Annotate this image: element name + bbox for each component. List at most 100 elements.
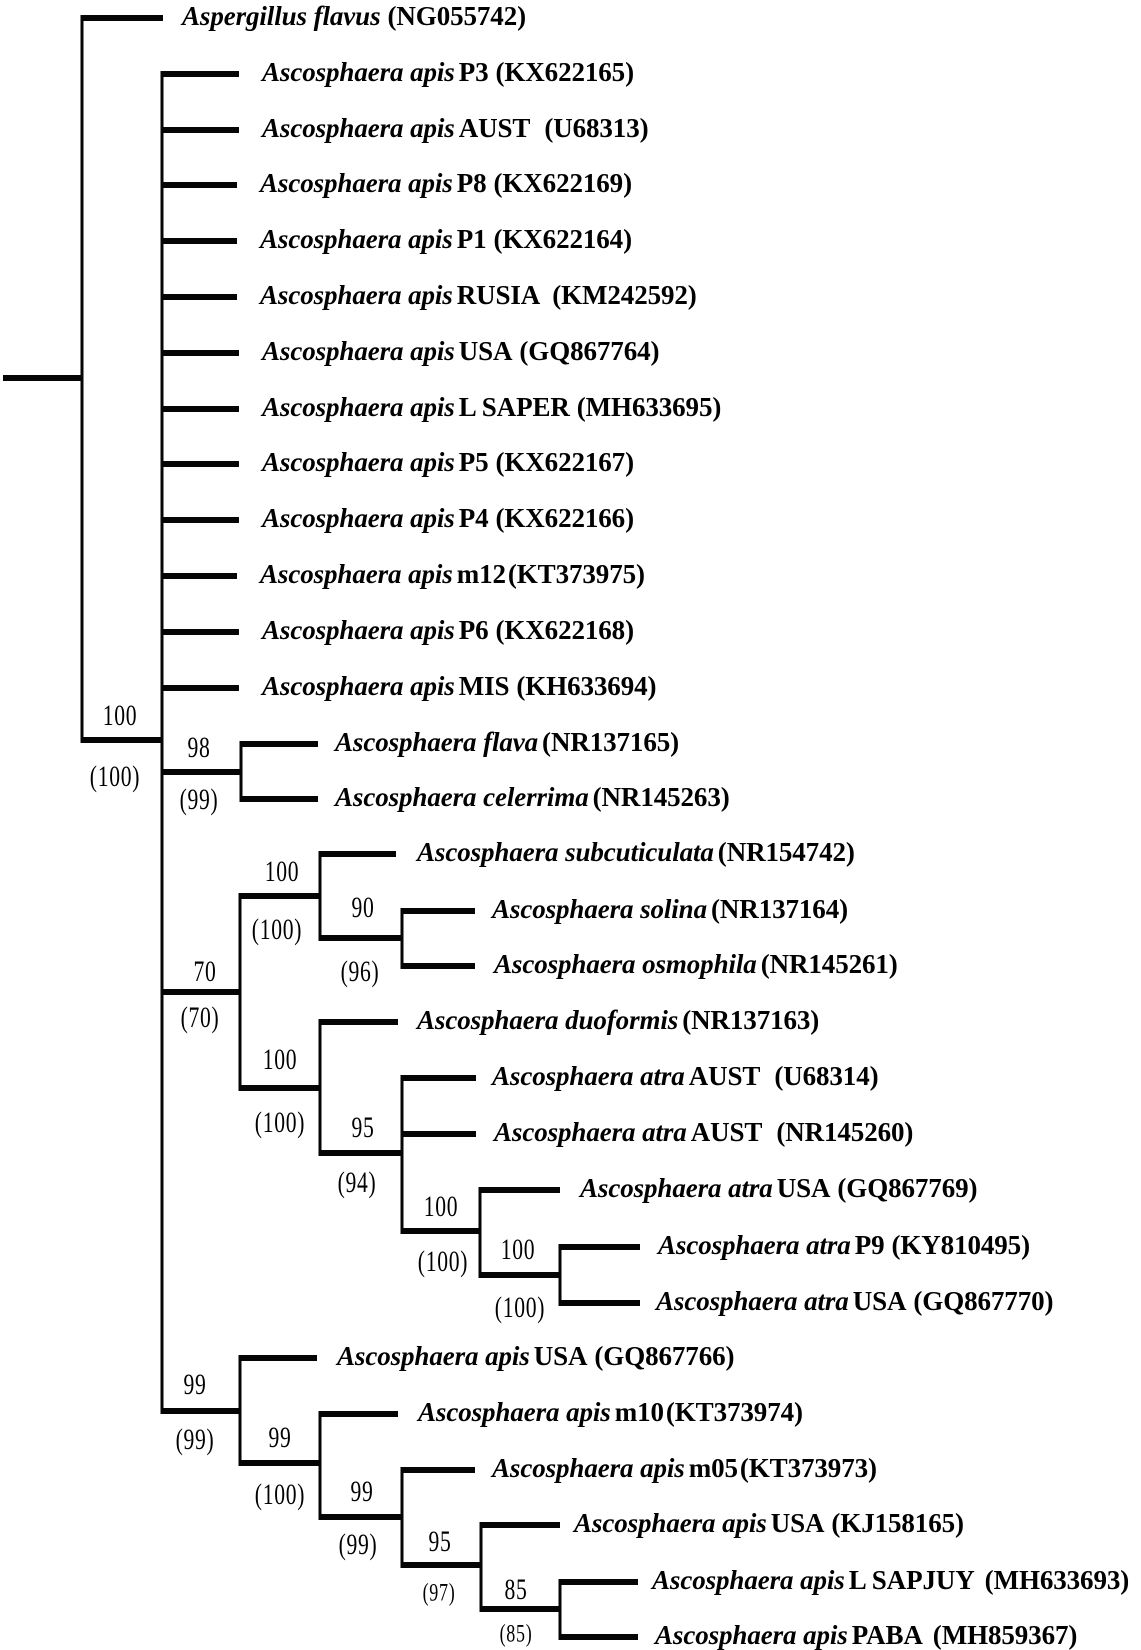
taxon-name: Ascosphaera apis	[337, 1340, 530, 1371]
accession: (NG055742)	[387, 0, 527, 31]
strain: PABA	[851, 1619, 923, 1650]
strain: AUST	[458, 112, 531, 143]
bootstrap-value: 95	[351, 1111, 375, 1144]
taxon-name: Ascosphaera apis	[260, 167, 453, 198]
accession: (KT373973)	[739, 1452, 877, 1483]
accession: (MH633695)	[576, 391, 722, 422]
strain: P5	[458, 446, 489, 477]
bootstrap-value-secondary: (99)	[179, 783, 219, 816]
bootstrap-value: 99	[350, 1475, 374, 1508]
accession: (KH633694)	[516, 670, 657, 701]
taxon-name: Ascosphaera apis	[418, 1396, 611, 1427]
taxon-name: Ascosphaera atra	[658, 1229, 851, 1260]
taxon-name: Ascosphaera apis	[260, 558, 453, 589]
strain: P9	[854, 1229, 885, 1260]
taxon-name: Ascosphaera apis	[262, 112, 455, 143]
taxon-name: Ascosphaera osmophila	[494, 948, 757, 979]
bootstrap-value: 85	[504, 1573, 528, 1606]
accession: (KM242592)	[552, 279, 697, 310]
accession: (KJ158165)	[831, 1507, 964, 1538]
taxon-name: Ascosphaera duoformis	[417, 1004, 679, 1035]
taxon-name: Ascosphaera apis	[652, 1564, 845, 1595]
accession: (KX622168)	[495, 614, 634, 645]
accession: (KX622167)	[495, 446, 634, 477]
taxon-name: Ascosphaera solina	[492, 893, 707, 924]
strain: P3	[458, 56, 489, 87]
accession: (KX622165)	[495, 56, 634, 87]
bootstrap-value: 99	[183, 1368, 207, 1401]
taxon-name: Aspergillus flavus	[182, 0, 381, 31]
bootstrap-value-secondary: (100)	[254, 1106, 306, 1139]
bootstrap-value-secondary: (100)	[417, 1245, 469, 1278]
bootstrap-value: 90	[351, 891, 375, 924]
bootstrap-value-secondary: (94)	[337, 1166, 377, 1199]
accession: (GQ867769)	[837, 1172, 978, 1203]
leaf-label: Ascosphaera subcuticulata(NR154742)	[417, 836, 855, 867]
leaf-label: Ascosphaera duoformis(NR137163)	[417, 1004, 820, 1035]
bootstrap-value-secondary: (96)	[340, 955, 380, 988]
taxon-name: Ascosphaera apis	[262, 446, 455, 477]
accession: (KX622169)	[493, 167, 632, 198]
accession: (GQ867764)	[519, 335, 660, 366]
taxon-name: Ascosphaera apis	[262, 670, 455, 701]
accession: (NR154742)	[717, 836, 855, 867]
strain: P1	[456, 223, 487, 254]
taxon-name: Ascosphaera apis	[260, 279, 453, 310]
bootstrap-value: 100	[264, 855, 300, 888]
taxon-name: Ascosphaera atra	[494, 1116, 687, 1147]
bootstrap-value-secondary: (100)	[89, 760, 141, 793]
bootstrap-value: 100	[423, 1190, 459, 1223]
bootstrap-value-secondary: (99)	[175, 1423, 215, 1456]
accession: (KT373974)	[665, 1396, 803, 1427]
taxon-name: Ascosphaera flava	[335, 726, 539, 757]
leaf-label-aspergillus-flavus: Aspergillus flavus(NG055742)	[182, 0, 527, 31]
strain: L SAPER	[458, 391, 570, 422]
bootstrap-value: 100	[102, 699, 138, 732]
bootstrap-value: 100	[500, 1233, 536, 1266]
accession: (KT373975)	[507, 558, 645, 589]
taxon-name: Ascosphaera apis	[262, 502, 455, 533]
strain: m12	[456, 558, 506, 589]
accession: (NR145261)	[760, 948, 898, 979]
taxon-name: Ascosphaera apis	[492, 1452, 685, 1483]
strain: P4	[458, 502, 489, 533]
accession: (KX622166)	[495, 502, 634, 533]
leaf-label: Ascosphaera solina(NR137164)	[492, 893, 848, 924]
strain: AUST	[688, 1060, 761, 1091]
leaf-label: Ascosphaera osmophila(NR145261)	[494, 948, 898, 979]
accession: (NR137164)	[711, 893, 848, 924]
taxon-name: Ascosphaera apis	[262, 391, 455, 422]
taxon-name: Ascosphaera celerrima	[335, 781, 589, 812]
bootstrap-value-secondary: (70)	[180, 1001, 220, 1034]
accession: (MH859367)	[932, 1619, 1078, 1650]
taxon-name: Ascosphaera apis	[655, 1619, 848, 1650]
bootstrap-value: 99	[268, 1421, 292, 1454]
accession: (KY810495)	[891, 1229, 1030, 1260]
taxon-name: Ascosphaera apis	[262, 614, 455, 645]
bootstrap-value-secondary: (100)	[251, 913, 303, 946]
strain: USA	[770, 1507, 825, 1538]
strain: P8	[456, 167, 487, 198]
taxon-name: Ascosphaera apis	[262, 335, 455, 366]
accession: (GQ867770)	[913, 1285, 1054, 1316]
strain: USA	[458, 335, 513, 366]
accession: (NR137163)	[682, 1004, 820, 1035]
strain: USA	[852, 1285, 907, 1316]
taxon-name: Ascosphaera apis	[574, 1507, 767, 1538]
bootstrap-value: 95	[428, 1525, 452, 1558]
strain: USA	[533, 1340, 588, 1371]
